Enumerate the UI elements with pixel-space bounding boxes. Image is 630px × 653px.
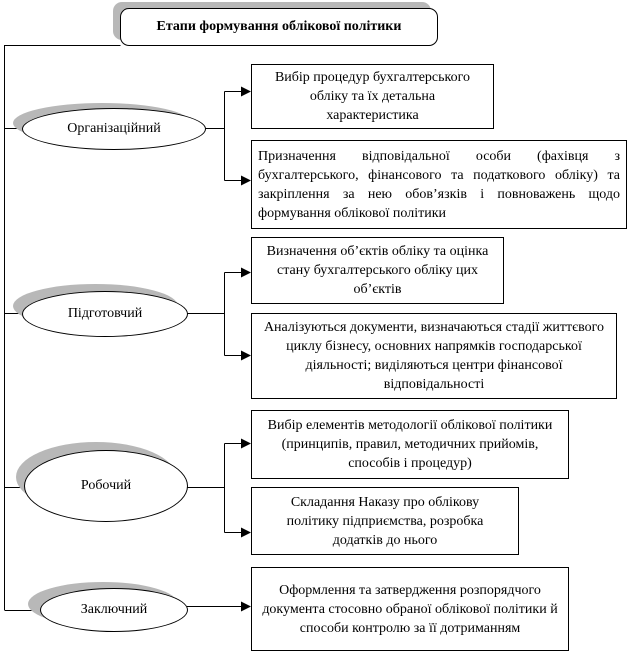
task-box: Оформлення та затвердження розпорядчого … [251,567,569,651]
task-box: Призначення відповідальної особи (фахівц… [251,140,627,229]
task-box: Визначення об’єктів обліку та оцінка ста… [251,237,504,304]
task-box: Вибір процедур бухгалтерського обліку та… [251,64,494,129]
stage-organizational: Організаційний [22,108,206,150]
stage-final: Заключний [40,588,188,632]
task-box: Складання Наказу про облікову політику п… [251,487,519,555]
stage-3-branch [187,443,225,533]
stage-working: Робочий [24,450,188,522]
task-box: Аналізуються документи, визначаються ста… [251,313,617,399]
stage-preparatory: Підготовчий [22,291,188,337]
diagram-title: Етапи формування облікової політики [120,8,438,46]
stage-2-branch [187,272,225,356]
main-trunk-line [4,45,121,610]
task-box: Вибір елементів методології облікової по… [251,410,569,479]
stage-1-branch [205,91,225,181]
